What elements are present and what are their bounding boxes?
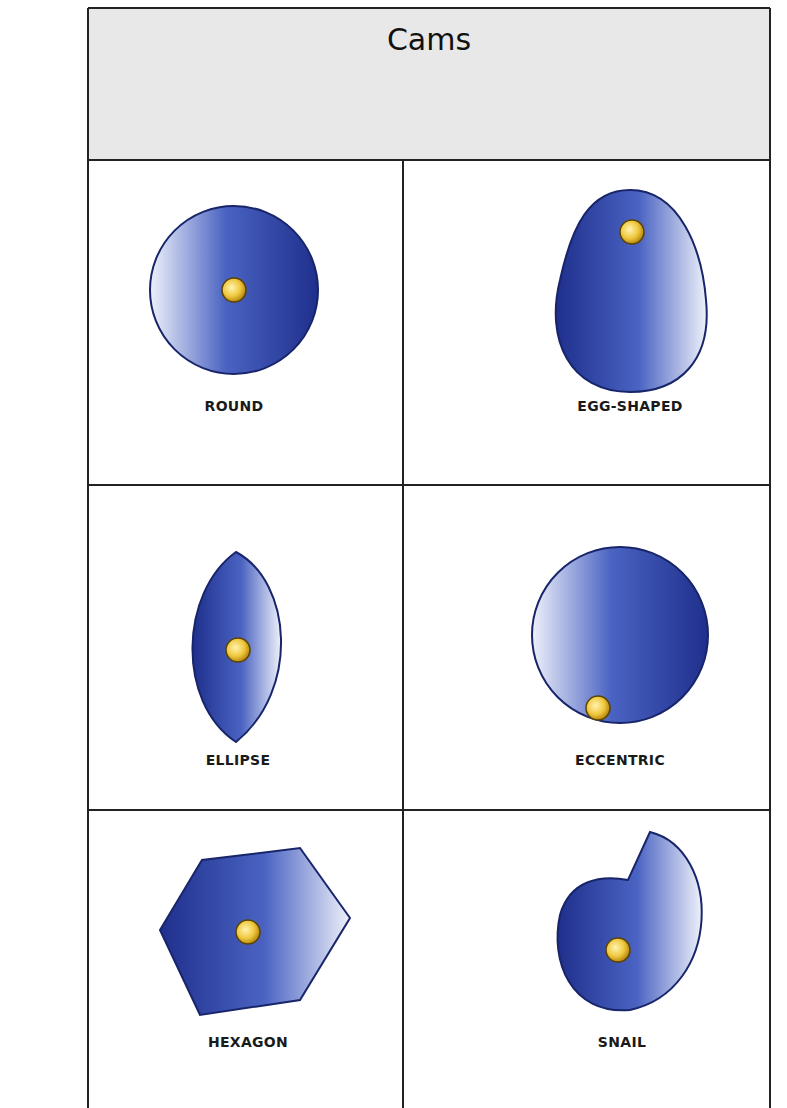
eccentric-cam (532, 547, 708, 723)
round-cam (150, 206, 318, 374)
hexagon-cam (160, 848, 350, 1015)
egg-cam (556, 190, 707, 392)
cam-label: ROUND (205, 398, 264, 414)
cam-label: SNAIL (598, 1034, 646, 1050)
cam-label: EGG-SHAPED (577, 398, 682, 414)
cam-shafts (222, 220, 644, 962)
cam-label: ELLIPSE (206, 752, 271, 768)
cam-label: ECCENTRIC (575, 752, 665, 768)
header-band (88, 8, 770, 160)
ellipse-cam (192, 552, 281, 742)
table-title: Cams (387, 22, 471, 57)
cam-label: HEXAGON (208, 1034, 288, 1050)
table-grid (88, 8, 770, 1108)
snail-cam (558, 832, 702, 1010)
